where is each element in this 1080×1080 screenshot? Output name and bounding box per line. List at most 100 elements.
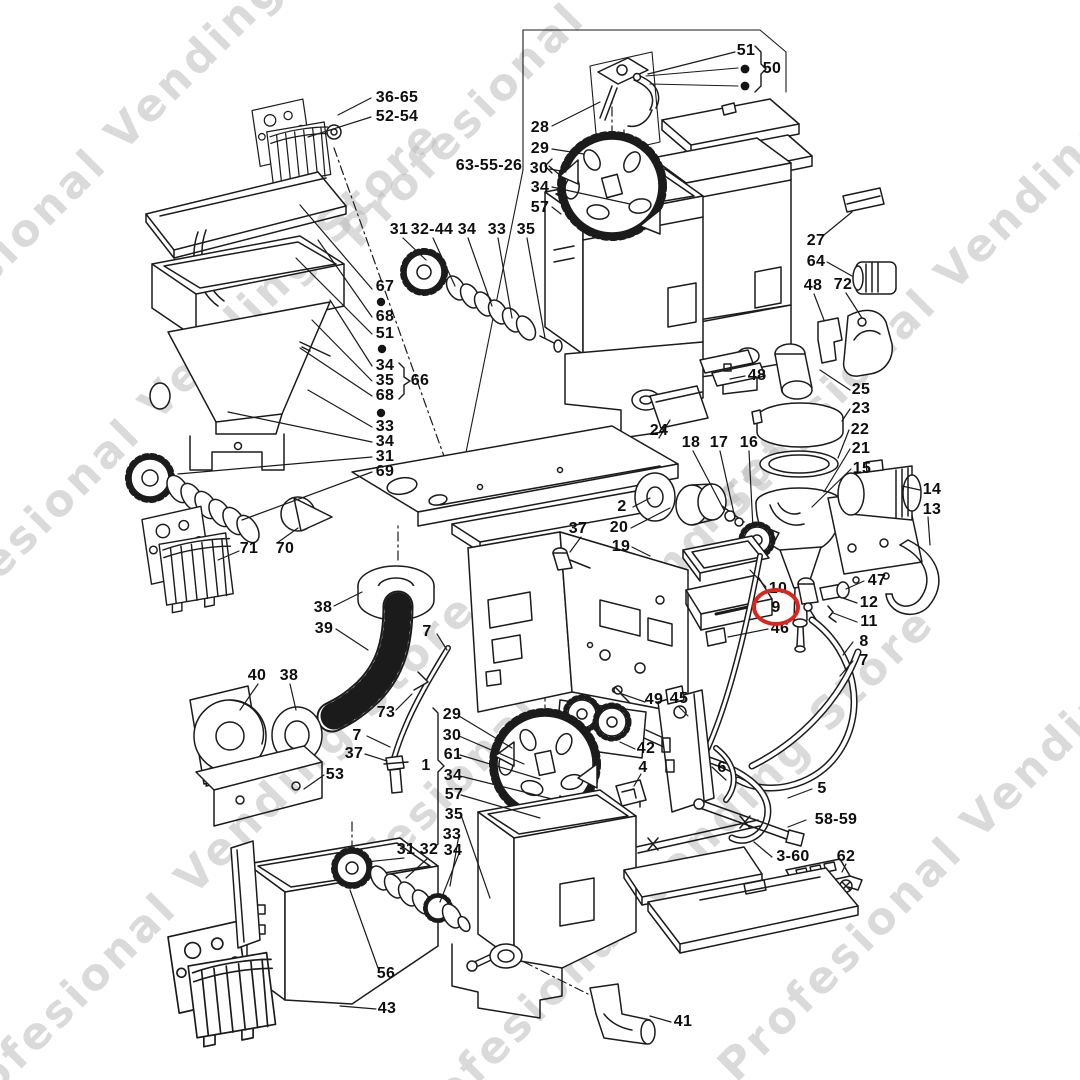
part-label-58-59: 58-59 bbox=[814, 811, 858, 828]
part-label-50: 50 bbox=[762, 60, 782, 77]
part-label-25: 25 bbox=[851, 381, 871, 398]
part-label-69: 69 bbox=[375, 463, 395, 480]
part-label-29: 29 bbox=[530, 140, 550, 157]
bracket-45 bbox=[657, 685, 715, 813]
part-label-7: 7 bbox=[859, 652, 869, 669]
bracket-53 bbox=[195, 745, 323, 827]
part-64 bbox=[852, 261, 897, 295]
part-label-52-54: 52-54 bbox=[375, 108, 419, 125]
part-label-14: 14 bbox=[922, 481, 942, 498]
part-label-2: 2 bbox=[617, 498, 627, 515]
part-label-20: 20 bbox=[609, 519, 629, 536]
auger-bottom-left bbox=[331, 847, 533, 970]
part-label-45: 45 bbox=[669, 690, 689, 707]
part-label-37: 37 bbox=[568, 520, 588, 537]
part-label-17: 17 bbox=[709, 434, 729, 451]
part-label-42: 42 bbox=[636, 740, 656, 757]
fitting-37 bbox=[552, 547, 591, 571]
bracket-72 bbox=[842, 309, 893, 377]
auger-69 bbox=[125, 453, 260, 544]
part-label-68: 68 bbox=[375, 308, 395, 325]
part-label-16: 16 bbox=[739, 434, 759, 451]
assembly-boundary-lines bbox=[457, 29, 787, 493]
part-label-70: 70 bbox=[275, 540, 295, 557]
part-label-41: 41 bbox=[673, 1013, 693, 1030]
chassis-shelf bbox=[351, 425, 679, 553]
part-label-31: 31 bbox=[375, 448, 395, 465]
plate-27 bbox=[842, 187, 885, 213]
drawer-assembly bbox=[682, 535, 773, 647]
highlight-ring bbox=[752, 588, 800, 626]
part-label-57: 57 bbox=[530, 199, 550, 216]
part-label-38: 38 bbox=[313, 599, 333, 616]
chassis-box bbox=[467, 531, 689, 715]
part-label-51: 51 bbox=[375, 325, 395, 342]
part-label-34: 34 bbox=[443, 842, 463, 859]
part-label-72: 72 bbox=[833, 276, 853, 293]
part-label-3-60: 3-60 bbox=[776, 848, 810, 865]
part-label-51: 51 bbox=[736, 42, 756, 59]
part-label-33: 33 bbox=[487, 221, 507, 238]
part-label-32: 32 bbox=[419, 841, 439, 858]
auger-top bbox=[400, 248, 563, 353]
canister-bottom bbox=[451, 789, 637, 1019]
part-label-62: 62 bbox=[836, 848, 856, 865]
part-label-63-55-26: 63-55-26 bbox=[455, 157, 523, 174]
part-label-36-65: 36-65 bbox=[375, 89, 419, 106]
part-label-71: 71 bbox=[239, 540, 259, 557]
part-label-48: 48 bbox=[747, 367, 767, 384]
part-label-7: 7 bbox=[422, 623, 432, 640]
elbow-41 bbox=[589, 983, 656, 1045]
part-label-35: 35 bbox=[375, 372, 395, 389]
lids-bottom bbox=[623, 846, 859, 954]
part-label-67: 67 bbox=[375, 278, 395, 295]
rod-3-60 bbox=[635, 815, 761, 854]
part-label-11: 11 bbox=[860, 613, 878, 630]
part-label-30: 30 bbox=[442, 727, 462, 744]
part-label-47: 47 bbox=[867, 572, 887, 589]
part-label-66: 66 bbox=[410, 372, 430, 389]
part-label-31: 31 bbox=[396, 841, 416, 858]
part-label-73: 73 bbox=[376, 704, 396, 721]
part-label-19: 19 bbox=[611, 538, 631, 555]
part-label-8: 8 bbox=[859, 633, 869, 650]
part-label-29: 29 bbox=[442, 706, 462, 723]
part-label-28: 28 bbox=[530, 119, 550, 136]
part-label-38: 38 bbox=[279, 667, 299, 684]
part-label-33: 33 bbox=[375, 418, 395, 435]
part-label-57: 57 bbox=[444, 786, 464, 803]
part-label-22: 22 bbox=[850, 421, 870, 438]
part-label-30: 30 bbox=[529, 160, 549, 177]
tubes-right bbox=[696, 553, 862, 844]
part-label-34: 34 bbox=[375, 433, 395, 450]
part-label-13: 13 bbox=[922, 501, 942, 518]
hopper-lid-67 bbox=[145, 171, 347, 259]
part-label-6: 6 bbox=[717, 759, 727, 776]
callout-dots bbox=[376, 64, 750, 418]
part-label-34: 34 bbox=[375, 357, 395, 374]
part-label-48: 48 bbox=[803, 277, 823, 294]
callout-brackets bbox=[398, 45, 767, 850]
part-label-34: 34 bbox=[457, 221, 477, 238]
part-label-39: 39 bbox=[314, 620, 334, 637]
blower-40 bbox=[189, 685, 267, 787]
part-label-1: 1 bbox=[421, 757, 431, 774]
part-label-35: 35 bbox=[444, 806, 464, 823]
part-label-61: 61 bbox=[443, 746, 463, 763]
part-label-18: 18 bbox=[681, 434, 701, 451]
chute-24 bbox=[649, 385, 709, 429]
sprocket-top bbox=[557, 131, 667, 241]
part-label-49: 49 bbox=[644, 691, 664, 708]
screw-49 bbox=[613, 685, 631, 704]
part-label-12: 12 bbox=[859, 594, 879, 611]
hook-13 bbox=[885, 539, 940, 616]
tube-7-left bbox=[383, 645, 451, 794]
part-label-53: 53 bbox=[325, 766, 345, 783]
part-label-27: 27 bbox=[806, 232, 826, 249]
part-label-21: 21 bbox=[851, 440, 871, 457]
bracket-48-center bbox=[699, 349, 766, 387]
part-label-4: 4 bbox=[638, 759, 648, 776]
part-label-56: 56 bbox=[376, 965, 396, 982]
